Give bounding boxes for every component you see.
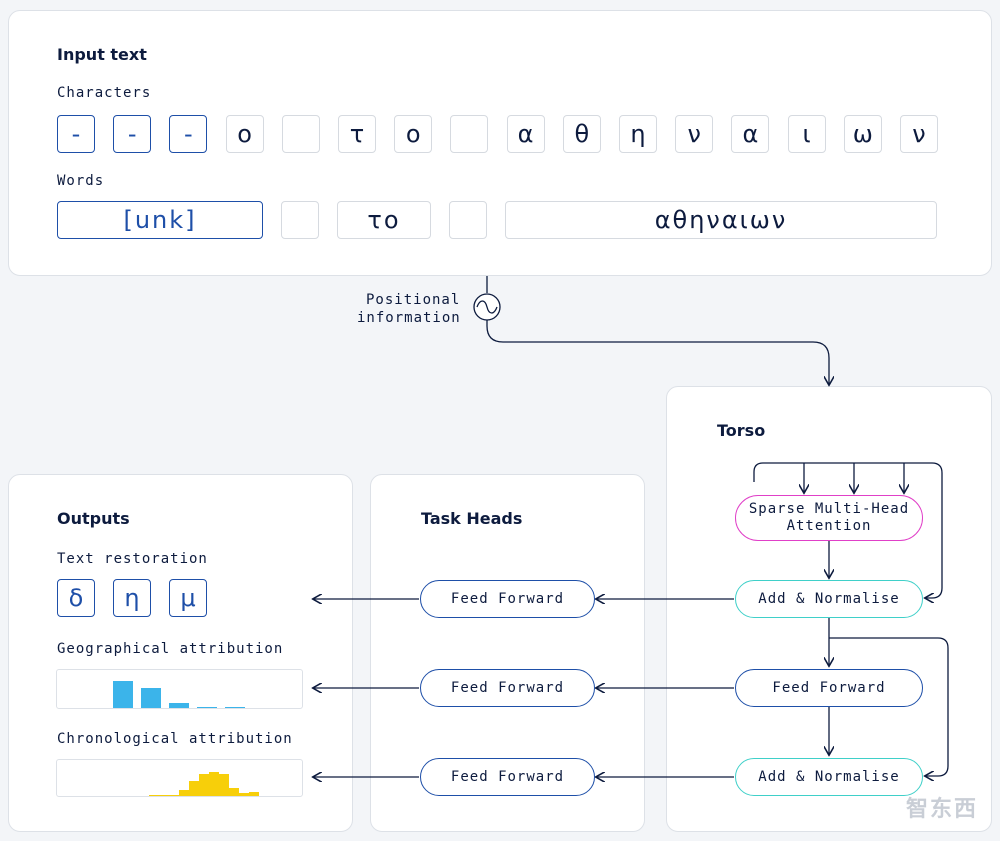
- task-head-feed-forward-3: Feed Forward: [420, 758, 595, 796]
- character-box: ν: [675, 115, 714, 153]
- chrono-bar: [209, 772, 219, 796]
- outputs-panel: Outputs Text restoration δ η μ Geographi…: [8, 474, 353, 832]
- character-box: [450, 115, 489, 153]
- chrono-bar: [229, 787, 239, 796]
- geo-bar: [141, 688, 161, 708]
- torso-title: Torso: [717, 421, 766, 440]
- character-box: α: [731, 115, 770, 153]
- character-box: ι: [787, 115, 826, 153]
- character-box: -: [57, 115, 95, 153]
- add-normalise-block-1: Add & Normalise: [735, 580, 923, 618]
- geo-label: Geographical attribution: [57, 641, 284, 657]
- character-box: ω: [843, 115, 882, 153]
- chrono-bar: [179, 790, 189, 796]
- add-normalise-block-2: Add & Normalise: [735, 758, 923, 796]
- word-box: [281, 201, 319, 239]
- chrono-bar: [169, 794, 179, 796]
- chrono-bar: [249, 791, 259, 796]
- character-box: θ: [562, 115, 601, 153]
- task-head-feed-forward-2: Feed Forward: [420, 669, 595, 707]
- character-box: -: [169, 115, 208, 153]
- chrono-bar: [149, 794, 159, 796]
- chrono-chart: [56, 759, 303, 797]
- word-box: αθηναιων: [505, 201, 937, 239]
- task-head-feed-forward-1: Feed Forward: [420, 580, 595, 618]
- chrono-bar: [219, 774, 229, 796]
- character-box: -: [113, 115, 152, 153]
- characters-label: Characters: [57, 85, 152, 101]
- chrono-bar: [239, 792, 249, 796]
- geo-bar: [113, 680, 133, 708]
- character-box: ν: [900, 115, 938, 153]
- character-box: [281, 115, 320, 153]
- input-title: Input text: [57, 45, 147, 64]
- attention-line-2: Attention: [786, 518, 872, 534]
- geo-bar: [169, 702, 189, 708]
- words-label: Words: [57, 173, 105, 189]
- word-box: [unk]: [57, 201, 263, 239]
- chrono-bar: [159, 794, 169, 796]
- chrono-bar: [189, 780, 199, 796]
- sparse-attention-block: Sparse Multi-Head Attention: [735, 495, 923, 541]
- watermark: 智东西: [905, 797, 978, 822]
- character-box: η: [619, 115, 657, 153]
- geo-bar: [225, 706, 245, 708]
- character-box: α: [506, 115, 545, 153]
- geo-chart: [56, 669, 303, 709]
- character-box: ο: [225, 115, 264, 153]
- geo-bar: [197, 706, 217, 708]
- word-box: [449, 201, 487, 239]
- character-box: τ: [338, 115, 376, 153]
- restored-char: δ: [57, 579, 95, 617]
- chrono-bar: [199, 773, 209, 796]
- restored-char: μ: [169, 579, 207, 617]
- attention-line-1: Sparse Multi-Head: [748, 501, 910, 517]
- outputs-title: Outputs: [57, 509, 130, 528]
- character-box: ο: [394, 115, 433, 153]
- torso-feed-forward-block: Feed Forward: [735, 669, 923, 707]
- text-restoration-label: Text restoration: [57, 551, 208, 567]
- chrono-label: Chronological attribution: [57, 731, 293, 747]
- word-box: το: [337, 201, 431, 239]
- positional-label-2: information: [357, 310, 461, 326]
- restored-char: η: [113, 579, 151, 617]
- task-heads-title: Task Heads: [421, 509, 523, 528]
- positional-label-1: Positional: [366, 292, 461, 308]
